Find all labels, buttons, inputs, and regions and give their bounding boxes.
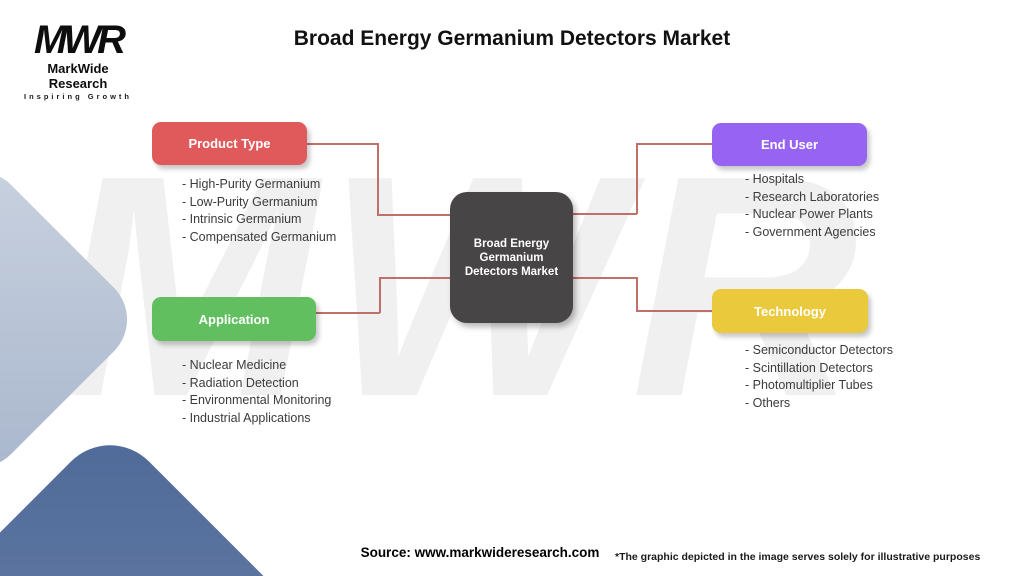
list-item: - Government Agencies: [745, 224, 876, 239]
list-item: - Industrial Applications: [182, 410, 311, 425]
central-node-line: Broad Energy: [473, 237, 550, 250]
central-node: Broad Energy Germanium Detectors Market: [450, 192, 573, 323]
connector-application: [316, 312, 380, 314]
connector-technology: [636, 277, 638, 311]
connector-end-user: [636, 143, 638, 214]
list-item: - Nuclear Medicine: [182, 358, 287, 372]
central-node-line: Detectors Market: [464, 265, 559, 278]
connector-product-type: [377, 143, 379, 215]
list-item: - Compensated Germanium: [182, 229, 337, 244]
list-item: - Radiation Detection: [182, 375, 299, 390]
source-text: Source: www.markwideresearch.com: [360, 545, 600, 560]
category-label-technology: Technology: [754, 303, 826, 319]
connector-product-type: [377, 214, 450, 216]
connector-application: [379, 277, 381, 313]
mwr-logo-icon: MWR: [34, 18, 126, 62]
category-box-product-type: Product Type: [152, 122, 307, 165]
central-node-line: Germanium: [479, 251, 544, 264]
logo-tagline: Inspiring Growth: [24, 92, 132, 101]
category-label-product-type: Product Type: [188, 136, 271, 151]
markwide-logo: MWR MarkWide Research Inspiring Growth: [18, 20, 138, 101]
list-item: - High-Purity Germanium: [182, 177, 321, 191]
list-item: - Low-Purity Germanium: [182, 194, 318, 209]
list-item: - Nuclear Power Plants: [745, 207, 873, 221]
category-box-application: Application: [152, 297, 316, 341]
list-item: - Environmental Monitoring: [182, 393, 332, 407]
connector-end-user: [573, 213, 637, 215]
list-item: - Photomultiplier Tubes: [745, 378, 873, 392]
list-item: - Scintillation Detectors: [745, 360, 873, 375]
disclaimer-text: *The graphic depicted in the image serve…: [615, 551, 981, 563]
connector-technology: [636, 310, 712, 312]
list-item: - Semiconductor Detectors: [745, 343, 893, 357]
item-list-technology: - Semiconductor Detectors - Scintillation…: [745, 342, 893, 412]
category-label-end-user: End User: [760, 137, 819, 152]
item-list-end-user: - Hospitals - Research Laboratories - Nucl…: [745, 171, 879, 241]
category-box-end-user: End User: [712, 123, 867, 166]
list-item: - Research Laboratories: [745, 189, 880, 204]
connector-technology: [573, 277, 637, 279]
connector-product-type: [307, 143, 378, 145]
item-list-product-type: - High-Purity Germanium - Low-Purity Germ…: [182, 176, 336, 246]
page-title: Broad Energy Germanium Detectors Market: [293, 27, 731, 50]
item-list-application: - Nuclear Medicine - Radiation Detection -…: [182, 357, 331, 427]
list-item: - Others: [745, 395, 791, 410]
category-box-technology: Technology: [712, 289, 868, 333]
list-item: - Hospitals: [745, 172, 805, 186]
category-label-application: Application: [198, 311, 270, 327]
connector-application: [379, 277, 450, 279]
list-item: - Intrinsic Germanium: [182, 212, 302, 226]
connector-end-user: [636, 143, 713, 145]
logo-company-name: MarkWide Research: [47, 61, 109, 91]
